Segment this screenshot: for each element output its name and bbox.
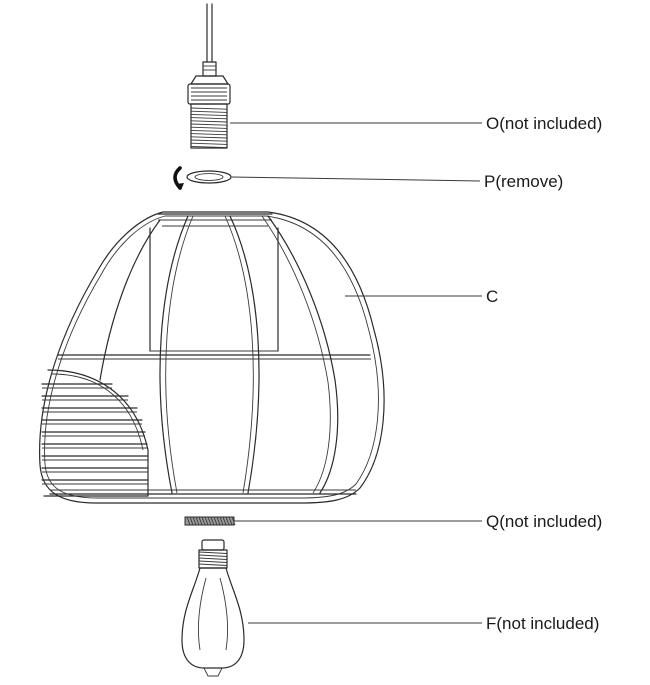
label-q: Q(not included): [486, 512, 602, 531]
adapter-hatch-line: [225, 516, 230, 526]
adapter-hatch-line: [219, 516, 224, 526]
adapter-hatch-line: [189, 516, 194, 526]
socket-thread-line: [190, 110, 228, 113]
cage-part-c: [38, 211, 385, 504]
label-f: F(not included): [486, 614, 599, 633]
adapter-hatch-line: [210, 516, 215, 526]
adapter-part-q: [184, 516, 236, 526]
socket-thread-line: [190, 139, 228, 142]
socket-thread-line: [190, 120, 228, 123]
socket-thread-line: [190, 142, 228, 145]
socket-thread-line: [190, 113, 228, 117]
bulb-thread-line: [198, 554, 228, 557]
bulb-part-f: [181, 539, 245, 677]
adapter-hatch-line: [213, 516, 218, 526]
label-c: C: [486, 287, 498, 306]
adapter-hatch-line: [207, 516, 212, 526]
adapter-hatch-line: [192, 516, 197, 526]
bulb-thread-line: [198, 557, 228, 560]
socket-thread-line: [190, 145, 228, 149]
socket-thread-line: [190, 123, 228, 126]
adapter-hatch-line: [222, 516, 227, 526]
adapter-hatch-line: [231, 516, 236, 526]
adapter-hatch-line: [216, 516, 221, 526]
socket-part-o: [187, 3, 231, 149]
socket-thread-line: [190, 129, 228, 133]
adapter-hatch-line: [201, 516, 206, 526]
socket-thread-line: [190, 136, 228, 139]
adapter-hatch-line: [186, 516, 191, 526]
adapter-hatch-line: [195, 516, 200, 526]
label-o: O(not included): [486, 114, 602, 133]
bulb-thread-line: [198, 560, 228, 563]
adapter-hatch-line: [198, 516, 203, 526]
socket-thread-line: [190, 117, 228, 120]
ring-part-p: [173, 166, 232, 190]
socket-thread-line: [190, 107, 228, 110]
socket-thread-line: [190, 126, 228, 129]
label-p: P(remove): [484, 172, 563, 191]
bulb-thread-line: [198, 563, 228, 566]
adapter-hatch-line: [204, 516, 209, 526]
leader-p: [230, 176, 481, 182]
adapter-hatch-line: [228, 516, 233, 526]
bulb-thread-line: [198, 551, 228, 554]
socket-thread-line: [190, 133, 228, 136]
